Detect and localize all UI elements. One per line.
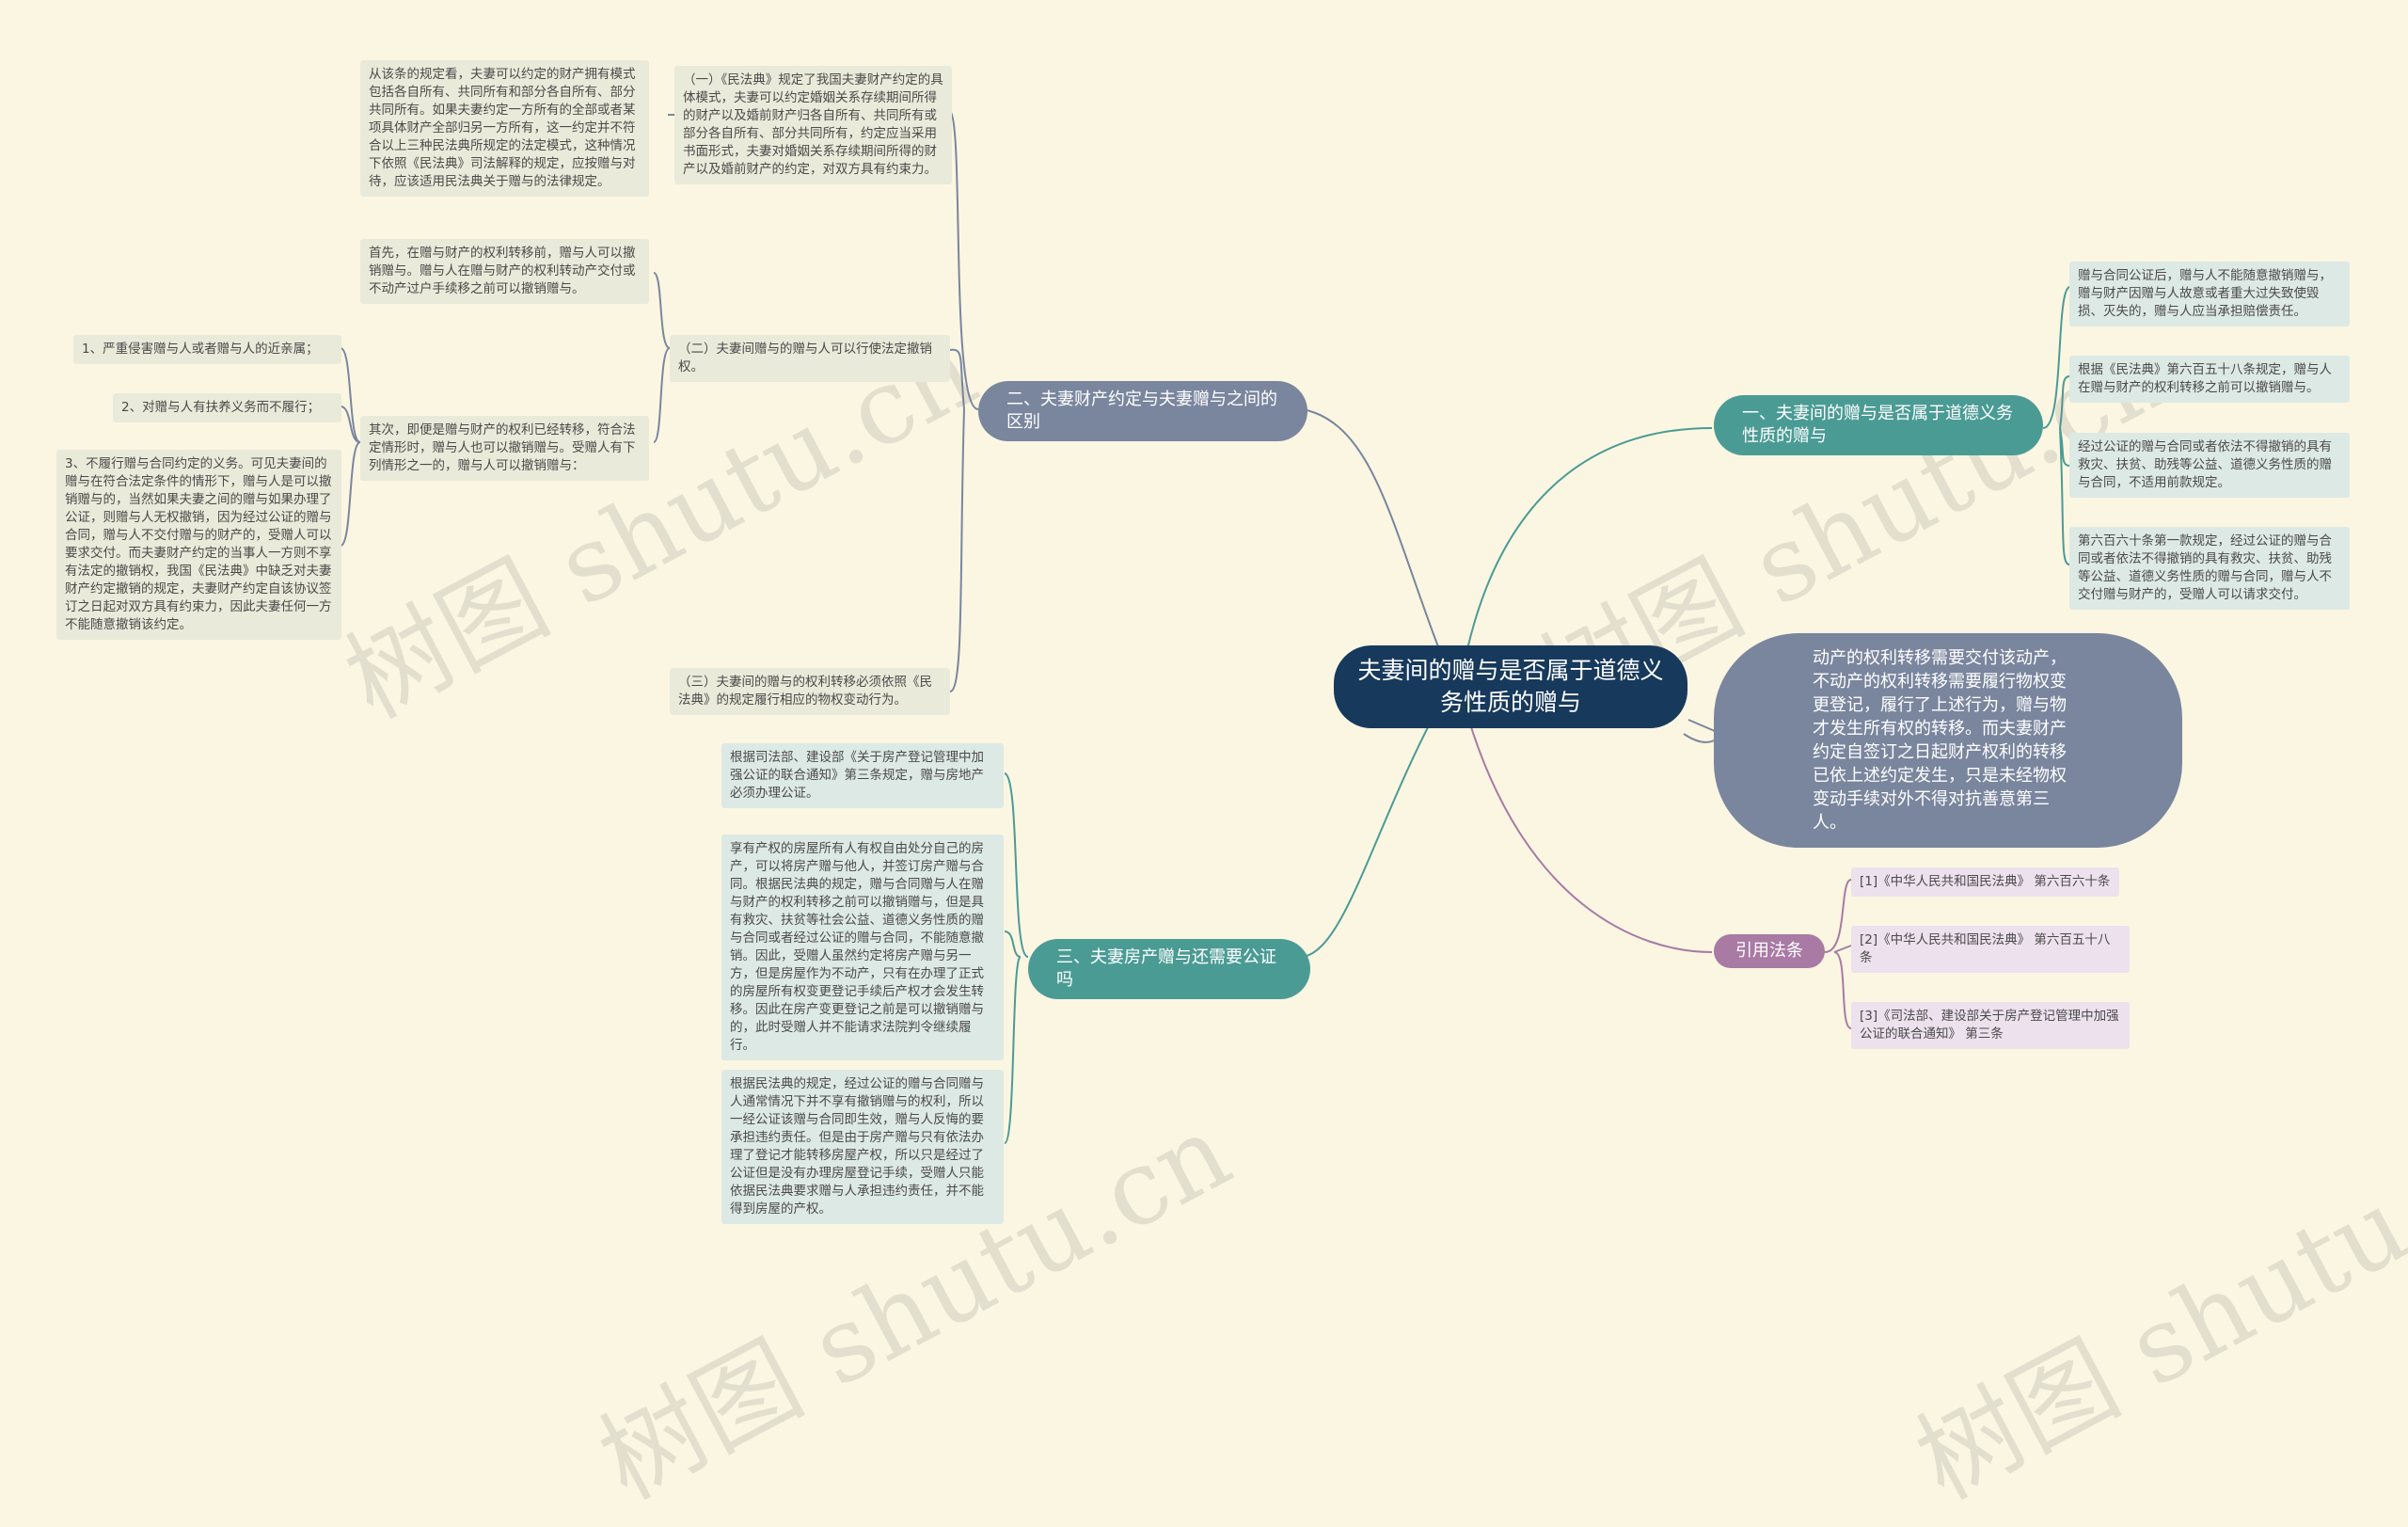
reference-item[interactable]: [1]《中华人民共和国民法典》 第六百六十条: [1851, 867, 2119, 897]
revocation-condition[interactable]: 2、对赠与人有扶养义务而不履行；: [113, 393, 341, 422]
branch-2-item-2[interactable]: （二）夫妻间赠与的赠与人可以行使法定撤销权。: [670, 335, 950, 382]
branch-3-item[interactable]: 根据司法部、建设部《关于房产登记管理中加强公证的联合通知》第三条规定，赠与房地产…: [721, 743, 1004, 808]
branch-2-item-1[interactable]: （一）《民法典》规定了我国夫妻财产约定的具体模式，夫妻可以约定婚姻关系存续期间所…: [674, 66, 952, 184]
branch-1-topic[interactable]: 一、夫妻间的赠与是否属于道德义务性质的赠与: [1714, 395, 2043, 455]
branch-1-item[interactable]: 赠与合同公证后，赠与人不能随意撤销赠与，赠与财产因赠与人故意或者重大过失致使毁损…: [2069, 262, 2350, 326]
branch-2-item-2-detail[interactable]: 首先，在赠与财产的权利转移前，赠与人可以撤销赠与。赠与人在赠与财产的权利转动产交…: [360, 239, 649, 304]
connector-lines: [340, 110, 2070, 1144]
branch-1-item[interactable]: 经过公证的赠与合同或者依法不得撤销的具有救灾、扶贫、助残等公益、道德义务性质的赠…: [2069, 433, 2350, 498]
branch-2-item-2-detail[interactable]: 其次，即便是赠与财产的权利已经转移，符合法定情形时，赠与人也可以撤销赠与。受赠人…: [360, 416, 649, 481]
reference-item[interactable]: [2]《中华人民共和国民法典》 第六百五十八条: [1851, 926, 2130, 973]
root-topic[interactable]: 夫妻间的赠与是否属于道德义务性质的赠与: [1334, 645, 1687, 728]
reference-item[interactable]: [3]《司法部、建设部关于房产登记管理中加强公证的联合通知》 第三条: [1851, 1002, 2130, 1049]
branch-2-item-3[interactable]: （三）夫妻间的赠与的权利转移必须依照《民法典》的规定履行相应的物权变动行为。: [670, 668, 950, 715]
revocation-condition[interactable]: 3、不履行赠与合同约定的义务。可见夫妻间的赠与在符合法定条件的情形下，赠与人是可…: [56, 450, 341, 640]
branch-1-item[interactable]: 第六百六十条第一款规定，经过公证的赠与合同或者依法不得撤销的具有救灾、扶贫、助残…: [2069, 527, 2350, 610]
branch-2-topic[interactable]: 二、夫妻财产约定与夫妻赠与之间的区别: [978, 381, 1307, 441]
branch-3-topic[interactable]: 三、夫妻房产赠与还需要公证吗: [1028, 939, 1310, 999]
branch-1-item[interactable]: 根据《民法典》第六百五十八条规定，赠与人在赠与财产的权利转移之前可以撤销赠与。: [2069, 356, 2350, 403]
references-topic[interactable]: 引用法条: [1714, 934, 1825, 968]
branch-3-item[interactable]: 享有产权的房屋所有人有权自由处分自己的房产，可以将房产赠与他人，并签订房产赠与合…: [721, 835, 1004, 1060]
branch-2-item-1-detail[interactable]: 从该条的规定看，夫妻可以约定的财产拥有模式包括各自所有、共同所有和部分各自所有、…: [360, 60, 649, 197]
property-transfer-note[interactable]: 动产的权利转移需要交付该动产，不动产的权利转移需要履行物权变更登记，履行了上述行…: [1714, 633, 2182, 848]
revocation-condition[interactable]: 1、严重侵害赠与人或者赠与人的近亲属；: [73, 335, 341, 364]
branch-3-item[interactable]: 根据民法典的规定，经过公证的赠与合同赠与人通常情况下并不享有撤销赠与的权利，所以…: [721, 1070, 1004, 1224]
